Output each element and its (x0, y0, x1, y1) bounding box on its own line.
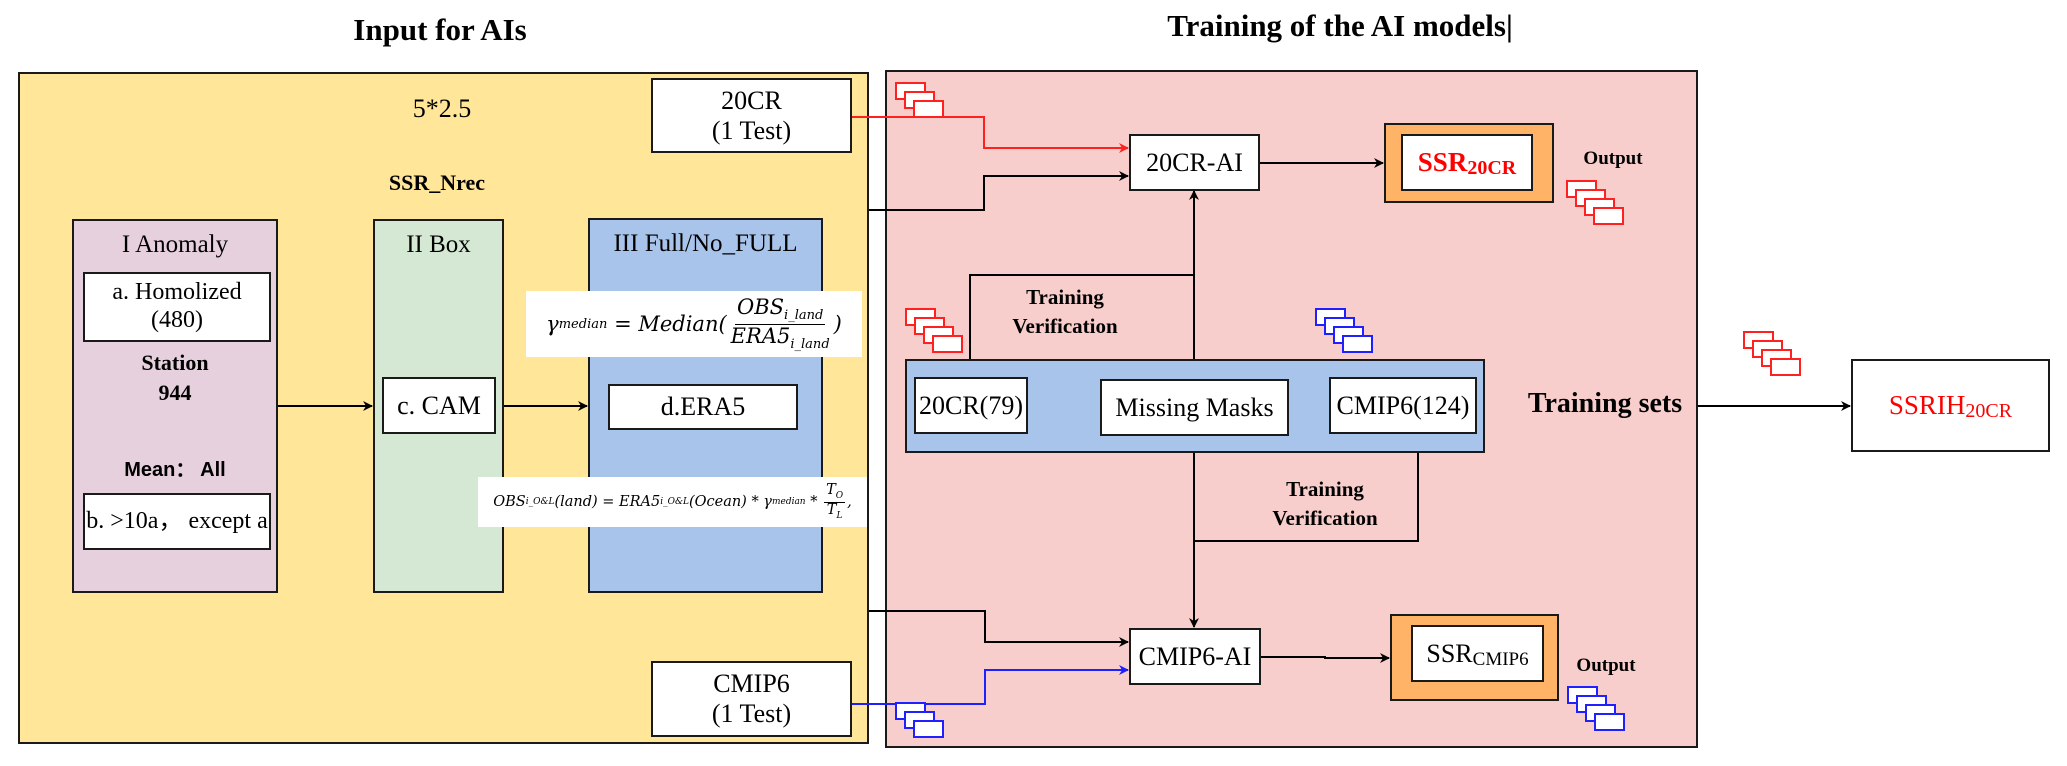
formula-obs-p4: * (805, 494, 823, 510)
test-box-20cr: 20CR (1 Test) (651, 78, 852, 153)
test-cmip6-count: (1 Test) (711, 699, 792, 728)
test-box-cmip6: CMIP6 (1 Test) (651, 661, 852, 737)
formula-obs-tail: , (847, 494, 852, 510)
layer-sheet (1593, 207, 1624, 225)
homolized-count: (480) (151, 307, 203, 333)
arrow-input-to-20cr-model (869, 171, 1129, 211)
layer-sheet (913, 100, 944, 118)
output-ssr-20cr-main: SSR (1417, 146, 1468, 177)
box-cam: c. CAM (382, 377, 496, 434)
test-cmip6-name: CMIP6 (713, 669, 790, 699)
model-20cr-ai: 20CR-AI (1129, 134, 1260, 191)
formula-obs-num: T (826, 481, 836, 498)
formula-gamma-close: ) (833, 312, 842, 336)
training-set-20cr-label: 20CR(79) (919, 390, 1023, 420)
cam-label: c. CAM (397, 390, 481, 420)
formula-obs-p3-sub: median (771, 497, 806, 507)
section-label-ssr-nrec: SSR_Nrec (388, 170, 486, 195)
layer-sheet (1594, 713, 1625, 731)
homolized-label: a. Homolized (112, 279, 242, 306)
box-long-records: b. >10a， except a (83, 493, 271, 550)
arrow-input-to-cmip6-model (869, 610, 1129, 647)
formula-obs-p2-sub: i_O&L (660, 497, 689, 507)
line-training-verification-top (969, 274, 1194, 359)
formula-gamma-den-sub: i_land (790, 336, 830, 352)
era5-label: d.ERA5 (660, 392, 746, 422)
arrow-20cr-test-to-model (852, 116, 1129, 153)
formula-obs-num-sub: O (835, 490, 844, 501)
tv-bottom-line1: Training (1286, 477, 1364, 501)
training-section-title: Training of the AI models| (1167, 8, 1513, 43)
formula-obs-p2: (land) = ERA5 (554, 494, 661, 510)
stage-full-label: III Full/No_FULL (613, 230, 798, 257)
station-count: 944 (158, 380, 192, 405)
final-output-sub: 20CR (1965, 400, 2013, 422)
model-20cr-ai-label: 20CR-AI (1146, 147, 1243, 177)
formula-gamma-num: OBS (736, 295, 785, 319)
layer-sheet (932, 335, 963, 353)
stage-anomaly-label: I Anomaly (121, 231, 229, 258)
final-output-main: SSRIH (1888, 389, 1966, 420)
formula-obs-p1: OBS (493, 494, 526, 510)
layer-sheet (913, 720, 944, 738)
arrow-cmip6-test-to-model (852, 665, 1129, 705)
test-20cr-name: 20CR (721, 85, 782, 115)
formula-gamma-lhs: γ (546, 312, 559, 336)
formula-obs-den-sub: L (836, 510, 843, 521)
tv-bottom-line2: Verification (1272, 506, 1378, 531)
arrow-cmip6-model-to-output (1261, 653, 1390, 663)
station-label: Station (141, 350, 209, 375)
formula-gamma-den: ERA5 (730, 323, 791, 348)
mean-label: Mean： All (124, 459, 226, 481)
formula-gamma-fraction: OBSi_land ERA5i_land (729, 295, 832, 352)
training-set-20cr: 20CR(79) (914, 377, 1028, 434)
formula-gamma-eq: = Median( (607, 312, 727, 336)
output-ssr-20cr-sub: 20CR (1467, 157, 1517, 179)
box-era5: d.ERA5 (608, 384, 798, 430)
formula-obs-p3: (Ocean) * γ (688, 494, 772, 510)
training-set-cmip6: CMIP6(124) (1329, 377, 1477, 434)
long-records-label: b. >10a， except a (86, 507, 268, 534)
tv-top-line2: Verification (1012, 314, 1118, 339)
formula-gamma-lhs-sub: median (558, 316, 608, 332)
tv-top-line1: Training (1026, 285, 1104, 309)
output-label-20cr: Output (1583, 148, 1643, 169)
training-set-cmip6-label: CMIP6(124) (1336, 390, 1470, 420)
training-set-missing-masks-label: Missing Masks (1115, 392, 1274, 422)
resolution-label: 5*2.5 (412, 94, 472, 123)
input-section-title: Input for AIs (353, 12, 527, 47)
layer-sheet (1770, 358, 1801, 376)
stage-box-label: II Box (406, 231, 471, 258)
formula-obs-p1-sub: i_O&L (525, 497, 555, 507)
output-label-cmip6: Output (1576, 655, 1636, 676)
training-set-missing-masks: Missing Masks (1100, 379, 1289, 436)
output-ssr-cmip6-main: SSR (1426, 638, 1473, 668)
training-verification-top: Training Verification (990, 283, 1140, 342)
layer-sheet (1342, 335, 1373, 353)
formula-obs-fraction: TO TL (824, 481, 846, 522)
training-verification-bottom: Training Verification (1250, 475, 1400, 534)
formula-gamma-num-sub: i_land (784, 308, 824, 324)
model-cmip6-ai-label: CMIP6-AI (1138, 641, 1252, 671)
test-20cr-count: (1 Test) (711, 115, 792, 145)
training-sets-label: Training sets (1527, 388, 1683, 419)
model-cmip6-ai: CMIP6-AI (1129, 628, 1261, 685)
line-training-verification-bottom (1194, 452, 1419, 542)
formula-obs-den: T (826, 501, 837, 518)
box-homolized: a. Homolized (480) (83, 272, 271, 342)
output-ssr-cmip6-sub: CMIP6 (1472, 648, 1529, 670)
